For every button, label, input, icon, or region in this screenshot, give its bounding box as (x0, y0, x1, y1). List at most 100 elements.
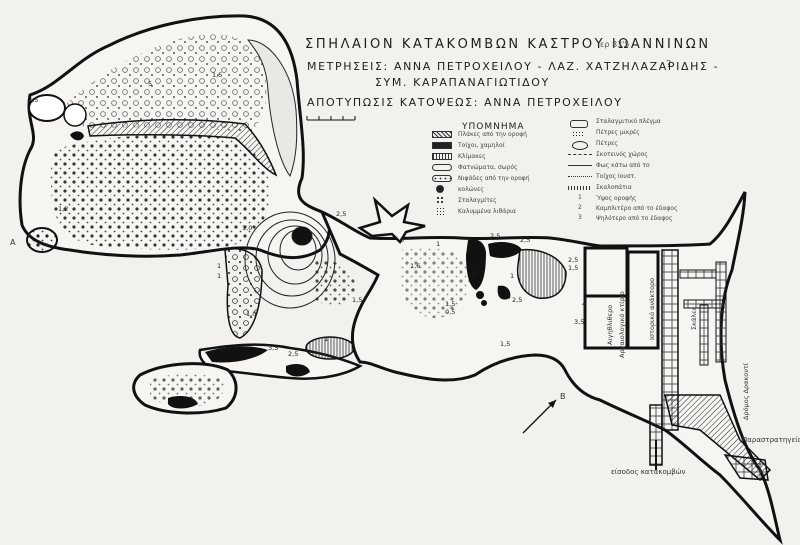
legend-item: Φως κάτω από το (596, 162, 650, 169)
dome-left-rubble (224, 248, 263, 339)
legend-item: Σταλαγμιτικό πλέγμα (596, 118, 661, 125)
depth-number: 2,5 (520, 236, 531, 244)
inner-wall-3 (715, 261, 727, 363)
measurements-line-1: ΜΕΤΡΗΣΕΙΣ: ΑΝΝΑ ΠΕΤΡΟΧΕΙΛΟΥ - ΛΑΖ. ΧΑΤΖΗ… (307, 60, 720, 73)
depth-number: 1,0 (246, 310, 257, 318)
legend-symbol (572, 131, 584, 136)
vertical-label-2: Αρχαιολογικό κτίριο (618, 291, 626, 358)
legend-symbol (568, 176, 592, 178)
legend-item: Καμπλιτέρο από το έδαφος (596, 205, 678, 212)
central-corridor (319, 191, 783, 545)
depth-number: 1 (217, 272, 222, 280)
vertical-label-4: Δρόμος Δρακοντί (742, 363, 750, 420)
depth-number: 3,5 (574, 318, 585, 326)
cave-entrance-label: είσοδος κατακομβών (611, 468, 686, 476)
hatched-oval-sw (305, 336, 355, 360)
column-2 (481, 300, 487, 306)
stair-note: Σκάλες (690, 306, 698, 330)
dome-east-rubble (315, 259, 356, 306)
left-mark: A (10, 238, 16, 247)
room-blocks (583, 246, 660, 350)
dark-pool-sw3 (168, 396, 198, 409)
depth-number: 1,6 (410, 262, 421, 270)
legend-symbol (432, 153, 452, 160)
calcite-band (87, 118, 278, 177)
dark-block-2 (488, 242, 522, 258)
pit-w (26, 227, 58, 253)
corridor-rubble (400, 248, 471, 319)
legend-item: Νιφάδες από την οροφή (458, 175, 530, 182)
depth-number: 1,2 (58, 205, 69, 213)
dark-block-3 (497, 285, 511, 300)
parastrategio-label: Παραστρατηγείο (742, 436, 800, 444)
dark-pool-sw (205, 346, 268, 363)
brick-wall-east (661, 249, 679, 431)
column-1 (476, 291, 484, 299)
legend-number: 3 (578, 214, 582, 221)
corridor-rubble-east (516, 248, 567, 299)
depth-number: 1 (436, 240, 441, 248)
depth-number: 1 (510, 272, 515, 280)
legend-number: 1 (578, 194, 582, 201)
legend-item: Σταλαγμίτες (458, 197, 497, 204)
legend-symbol (568, 186, 592, 190)
legend-symbol (436, 196, 444, 204)
legend-item: Ύψος οροφής (596, 195, 637, 202)
legend-item: Πλάκες από την οροφή (458, 131, 527, 138)
legend-item: Καλυμμένα λιθάρια (458, 208, 517, 215)
depth-number: 3 (400, 236, 405, 244)
depth-number: 1,5 (568, 264, 579, 272)
depth-number: 1 (324, 335, 329, 343)
depth-number: 1 (217, 262, 222, 270)
scale-bar (306, 116, 356, 121)
depth-number: 2,5 (28, 96, 39, 104)
legend-item: Κλίμακες (458, 153, 486, 160)
inner-wall-4 (679, 269, 717, 279)
legend-item: Ψηλότερο από το έδαφος (596, 215, 673, 222)
inner-wall-2 (699, 304, 709, 366)
stone-field-upper (60, 34, 267, 133)
legend-item: Τοίχος Ιουστ. (596, 173, 637, 180)
dark-block-1 (466, 239, 486, 290)
depth-number: 1,0 (242, 224, 253, 232)
depth-number: 2,5 (288, 350, 299, 358)
title-reference: ερ 83'5 (600, 40, 630, 49)
legend-symbol (436, 207, 444, 215)
depth-number: 0,5 (445, 308, 456, 316)
pit-nw (28, 94, 66, 122)
dark-pool-sw2 (286, 364, 310, 377)
legend-item: Φατνώματα, σωρός (458, 164, 518, 171)
legend-item: Σκοτεινός χώρος (596, 151, 648, 158)
depth-number: 2 (472, 270, 477, 278)
measurements-line-2: ΣΥΜ. ΚΑΡΑΠΑΝΑΓΙΩΤΙΔΟΥ (375, 76, 550, 89)
stone-edge-east (247, 39, 298, 178)
legend-symbol (432, 131, 452, 138)
depth-number: 1,5 (352, 296, 363, 304)
star-breach (357, 196, 426, 245)
legend-symbol (436, 185, 444, 193)
legend-number: 2 (578, 204, 582, 211)
legend-symbol (568, 154, 592, 156)
measurements-mark: ? (666, 59, 672, 70)
legend-symbol (432, 164, 452, 171)
legend-item: Πέτρες μικρές (596, 129, 640, 136)
legend-symbol (572, 141, 588, 150)
depth-number: 4 (582, 300, 587, 308)
north-label: Β (560, 392, 566, 401)
north-arrow-head (548, 400, 556, 408)
legend-item: κολώνες (458, 186, 484, 193)
legend-symbol (570, 120, 588, 128)
legend-item: Πέτρες (596, 140, 618, 147)
depth-number: 3,5 (268, 344, 279, 352)
depth-number: 1,5 (500, 340, 511, 348)
depth-number: 2,5 (512, 296, 523, 304)
legend-symbol (432, 175, 452, 182)
stone-field-lower (50, 134, 271, 250)
depth-number: 2,5 (568, 256, 579, 264)
pit-nw2 (63, 103, 87, 127)
vertical-label-3: Ιστορικό ανάκτορο (648, 277, 656, 340)
legend-symbol (432, 142, 452, 149)
depth-number: 2,5 (490, 232, 501, 240)
